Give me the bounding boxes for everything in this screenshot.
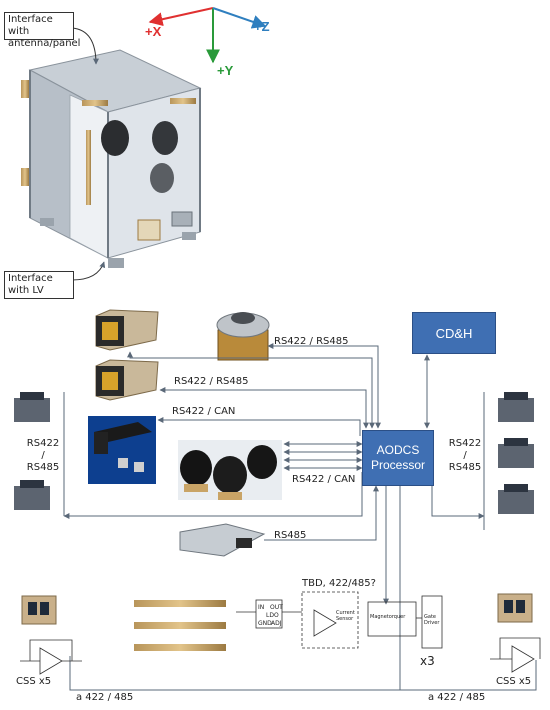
right-stack-line1: RS422 xyxy=(448,438,482,449)
link-label-can-unit: RS422 / CAN xyxy=(172,406,236,417)
bottom-left-bus-label: a 422 / 485 xyxy=(76,692,134,703)
ldo-label: LDO xyxy=(266,612,279,619)
left-stack-label: RS422 / RS485 xyxy=(26,438,60,474)
thruster-left-1 xyxy=(14,392,50,422)
callout-antenna-interface: Interface with antenna/panel xyxy=(4,12,80,49)
star-tracker-2 xyxy=(95,359,159,401)
bottom-right-bus-label: a 422 / 485 xyxy=(428,692,486,703)
reaction-wheels xyxy=(178,440,282,500)
magnetorquer-label: Magnetorquer xyxy=(370,614,406,620)
right-stack-label: RS422 / RS485 xyxy=(448,438,482,474)
thruster-right-2 xyxy=(498,438,534,468)
magnetometer xyxy=(179,523,266,557)
link-label-wheels: RS422 / CAN xyxy=(292,474,356,485)
css-right xyxy=(497,593,533,623)
css-left xyxy=(21,595,57,625)
ldo-gnd-label: GND xyxy=(258,620,272,627)
axis-x-label: +X xyxy=(145,24,162,39)
ldo-adj-label: ADJ xyxy=(271,620,282,627)
link-label-magnetometer: RS485 xyxy=(274,530,307,541)
thruster-right-1 xyxy=(498,392,534,422)
aodcs-label-line2: Processor xyxy=(370,458,426,472)
torque-rods xyxy=(134,600,226,651)
current-sensor-label: Current Sensor xyxy=(336,610,355,622)
control-unit-box xyxy=(88,416,156,484)
link-label-top-sensor: RS422 / RS485 xyxy=(274,336,349,347)
link-label-star-tracker: RS422 / RS485 xyxy=(174,376,249,387)
gate-driver-label: Gate Driver xyxy=(424,614,440,626)
component-images xyxy=(14,309,534,651)
callout-lv-text: Interface with LV xyxy=(8,273,53,296)
sun-sensor-top xyxy=(216,312,270,361)
left-stack-line1: RS422 xyxy=(26,438,60,449)
ldo-in-label: IN xyxy=(258,604,265,611)
aodcs-processor-box: AODCS Processor xyxy=(362,430,434,486)
link-label-tbd: TBD, 422/485? xyxy=(302,578,376,589)
axis-z-label: +Z xyxy=(254,19,270,34)
left-stack-line2: / xyxy=(41,450,45,461)
driver-circuit xyxy=(20,591,541,675)
right-stack-line3: RS485 xyxy=(448,462,482,473)
left-stack-line3: RS485 xyxy=(26,462,60,473)
thruster-right-3 xyxy=(498,484,534,514)
css-right-label: CSS x5 xyxy=(496,676,532,687)
css-left-label: CSS x5 xyxy=(16,676,52,687)
callout-leaders xyxy=(71,27,106,281)
callout-antenna-text: Interface with antenna/panel xyxy=(8,14,81,49)
aodcs-label-line1: AODCS xyxy=(376,443,420,457)
coordinate-axes xyxy=(148,7,267,64)
star-tracker-1 xyxy=(95,309,159,351)
ldo-out-label: OUT xyxy=(270,604,283,611)
axis-y-label: +Y xyxy=(217,63,234,78)
thruster-left-2 xyxy=(14,480,50,510)
callout-lv-interface: Interface with LV xyxy=(4,271,74,299)
cdh-box: CD&H xyxy=(412,312,496,354)
spacecraft-structure xyxy=(21,49,202,268)
connection-lines xyxy=(63,343,537,691)
cdh-label: CD&H xyxy=(435,325,473,341)
right-stack-line2: / xyxy=(463,450,467,461)
multiplier-x3: x3 xyxy=(420,654,435,668)
